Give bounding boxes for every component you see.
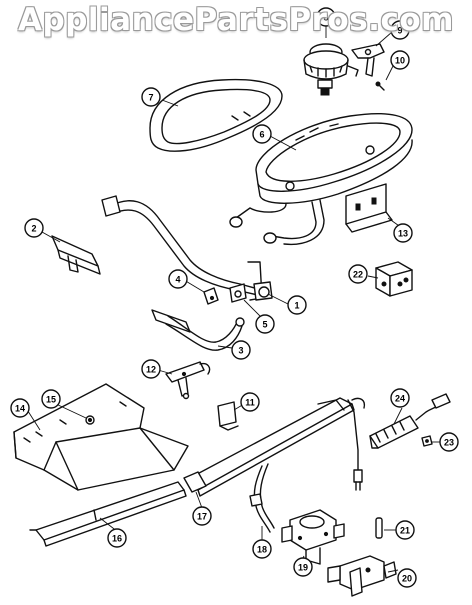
svg-text:2: 2 <box>31 224 36 234</box>
part-14-heat-shield <box>13 383 189 491</box>
callout-23: 23 <box>439 432 459 452</box>
callout-3: 3 <box>231 340 251 360</box>
callout-5: 5 <box>255 314 275 334</box>
callout-6: 6 <box>252 124 272 144</box>
callout-12: 12 <box>141 359 161 379</box>
callout-4: 4 <box>168 269 188 289</box>
part-20-gas-valve <box>327 555 397 597</box>
callout-21: 21 <box>395 520 415 540</box>
svg-text:21: 21 <box>400 526 410 536</box>
part-9-bracket <box>351 43 385 77</box>
part-24-igniter <box>369 393 451 449</box>
part-8-burner <box>303 43 359 96</box>
part-4-clip <box>203 287 219 305</box>
callout-1: 1 <box>287 295 307 315</box>
part-6-burner-box <box>229 113 413 246</box>
svg-text:5: 5 <box>262 320 267 330</box>
callout-7: 7 <box>141 87 161 107</box>
part-18-tube <box>249 463 275 533</box>
svg-text:3: 3 <box>238 346 243 356</box>
svg-text:20: 20 <box>402 574 412 584</box>
svg-text:8: 8 <box>323 13 328 23</box>
svg-text:22: 22 <box>353 270 363 280</box>
callout-16: 16 <box>107 528 127 548</box>
part-2-bracket <box>51 235 101 275</box>
svg-text:4: 4 <box>175 275 180 285</box>
callouts: 1 2 3 4 5 6 7 8 9 10 11 12 13 14 15 16 1… <box>10 7 459 588</box>
part-16-rail <box>29 481 187 547</box>
svg-text:19: 19 <box>298 563 308 573</box>
svg-text:10: 10 <box>395 56 405 66</box>
svg-text:17: 17 <box>197 512 207 522</box>
svg-text:9: 9 <box>397 26 402 36</box>
part-15-screw <box>85 415 95 425</box>
callout-13: 13 <box>393 223 413 243</box>
part-3-tube <box>151 309 245 351</box>
svg-text:13: 13 <box>398 229 408 239</box>
callout-14: 14 <box>10 398 30 418</box>
svg-text:1: 1 <box>294 301 299 311</box>
svg-text:16: 16 <box>112 534 122 544</box>
watermark-logo: AppliancePartsPros.com <box>18 2 454 38</box>
part-12-bracket <box>165 361 211 400</box>
svg-text:18: 18 <box>257 545 267 555</box>
svg-text:24: 24 <box>395 394 405 404</box>
callout-22: 22 <box>348 264 368 284</box>
svg-text:15: 15 <box>46 395 56 405</box>
part-21-pin <box>375 517 383 539</box>
part-5-orifice-holder <box>229 283 247 303</box>
callout-15: 15 <box>41 389 61 409</box>
part-19-valve <box>281 509 345 565</box>
part-7-burner-grate <box>149 78 283 152</box>
callout-18: 18 <box>252 539 272 559</box>
callout-24: 24 <box>390 388 410 408</box>
part-17-manifold <box>183 397 366 497</box>
callout-17: 17 <box>192 506 212 526</box>
svg-text:7: 7 <box>148 93 153 103</box>
callout-20: 20 <box>397 568 417 588</box>
callout-10: 10 <box>390 50 410 70</box>
svg-text:11: 11 <box>245 398 255 408</box>
part-11-clip <box>217 401 239 431</box>
part-22-block <box>375 261 413 297</box>
callout-8: 8 <box>316 7 336 27</box>
svg-text:6: 6 <box>259 130 264 140</box>
part-23-clip <box>421 435 433 447</box>
callout-19: 19 <box>293 557 313 577</box>
svg-text:23: 23 <box>444 438 454 448</box>
callout-9: 9 <box>390 20 410 40</box>
svg-text:12: 12 <box>146 365 156 375</box>
svg-text:14: 14 <box>15 404 25 414</box>
callout-11: 11 <box>240 392 260 412</box>
leader-lines <box>25 26 440 573</box>
part-1-tube-assembly <box>101 195 273 301</box>
part-13-bracket <box>345 183 393 233</box>
callout-2: 2 <box>24 218 44 238</box>
part-10-screw <box>375 81 385 91</box>
